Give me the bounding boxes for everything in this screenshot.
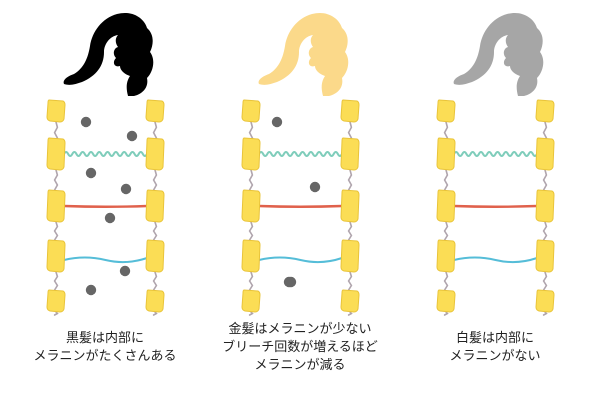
cuticle-scale — [145, 137, 165, 171]
cross-bond-red — [62, 204, 149, 208]
cuticle-scale — [340, 189, 360, 223]
caption-line: メラニンがない — [449, 349, 541, 364]
caption-black: 黒髪は内部にメラニンがたくさんある — [5, 330, 205, 366]
chain-segment — [152, 121, 158, 139]
caption-line: 白髪は内部に — [455, 331, 534, 346]
cuticle-scale — [436, 99, 456, 123]
chain-segment — [443, 121, 449, 139]
cuticle-scale — [340, 289, 360, 313]
hair-silhouette-black — [63, 12, 154, 96]
chain-segment — [53, 271, 59, 291]
hair-panel-blonde — [241, 12, 360, 316]
melanin-granule — [285, 276, 297, 288]
cross-bond-blue — [258, 256, 343, 264]
cuticle-scale — [46, 289, 66, 313]
chain-segment — [542, 121, 548, 139]
chain-segment — [443, 169, 449, 191]
chain-segment — [152, 221, 158, 241]
chain-segment — [53, 121, 59, 139]
cuticle-scale — [436, 289, 456, 313]
chain-segment — [248, 311, 254, 316]
chain-segment — [248, 121, 254, 139]
chain-segment — [443, 221, 449, 241]
chain-segment — [152, 271, 158, 291]
chain-segment — [347, 311, 353, 316]
cross-bond-green — [453, 151, 538, 157]
chain-segment — [347, 221, 353, 241]
cuticle-scale — [145, 239, 165, 273]
caption-line: メラニンが減る — [254, 358, 346, 373]
cuticle-scale — [241, 189, 261, 223]
cuticle-scale — [535, 99, 555, 123]
chain-segment — [443, 271, 449, 291]
cuticle-scale — [46, 137, 66, 171]
chain-segment — [347, 121, 353, 139]
melanin-granule — [104, 212, 116, 224]
cross-bond-red — [452, 204, 539, 208]
melanin-granule — [126, 130, 138, 142]
chain-segment — [53, 311, 59, 316]
chain-segment — [53, 221, 59, 241]
cuticle-scale — [241, 239, 261, 273]
melanin-granule — [85, 167, 97, 179]
cuticle-scale — [340, 239, 360, 273]
cross-bond-blue — [453, 256, 538, 264]
cuticle-scale — [535, 189, 555, 223]
chain-segment — [542, 271, 548, 291]
caption-line: 金髪はメラニンが少ない — [228, 322, 372, 337]
melanin-granule — [119, 265, 131, 277]
melanin-granule — [80, 116, 92, 128]
chain-segment — [248, 271, 254, 291]
cross-bond-green — [258, 151, 343, 157]
cross-bond-blue — [63, 256, 148, 264]
chain-segment — [248, 169, 254, 191]
chain-segment — [443, 311, 449, 316]
caption-line: メラニンがたくさんある — [33, 349, 177, 364]
cuticle-scale — [436, 137, 456, 171]
cuticle-scale — [535, 289, 555, 313]
caption-blonde: 金髪はメラニンが少ないブリーチ回数が増えるほどメラニンが減る — [200, 321, 400, 375]
cuticle-scale — [46, 239, 66, 273]
hair-panel-black — [46, 12, 165, 316]
melanin-granule — [120, 183, 132, 195]
chain-segment — [248, 221, 254, 241]
cuticle-scale — [340, 137, 360, 171]
cuticle-scale — [241, 289, 261, 313]
chain-segment — [542, 311, 548, 316]
cuticle-scale — [535, 239, 555, 273]
chain-segment — [347, 169, 353, 191]
melanin-granule — [85, 284, 97, 296]
chain-segment — [152, 169, 158, 191]
cuticle-scale — [241, 137, 261, 171]
chain-segment — [347, 271, 353, 291]
caption-line: ブリーチ回数が増えるほど — [222, 340, 378, 355]
chain-segment — [542, 221, 548, 241]
cuticle-scale — [241, 99, 261, 123]
cuticle-scale — [436, 189, 456, 223]
cross-bond-green — [63, 151, 148, 157]
cuticle-scale — [535, 137, 555, 171]
hair-silhouette-white — [453, 12, 544, 96]
cuticle-scale — [145, 99, 165, 123]
caption-white: 白髪は内部にメラニンがない — [395, 330, 595, 366]
cuticle-scale — [145, 289, 165, 313]
cuticle-scale — [340, 99, 360, 123]
chain-segment — [152, 311, 158, 316]
hair-silhouette-blonde — [258, 12, 349, 96]
caption-line: 黒髪は内部に — [65, 331, 144, 346]
cuticle-scale — [436, 239, 456, 273]
cuticle-scale — [46, 189, 66, 223]
cross-bond-red — [257, 204, 344, 208]
melanin-granule — [271, 116, 283, 128]
hair-panel-white — [436, 12, 555, 316]
chain-segment — [53, 169, 59, 191]
chain-segment — [542, 169, 548, 191]
cuticle-scale — [46, 99, 66, 123]
cuticle-scale — [145, 189, 165, 223]
melanin-granule — [309, 181, 321, 193]
